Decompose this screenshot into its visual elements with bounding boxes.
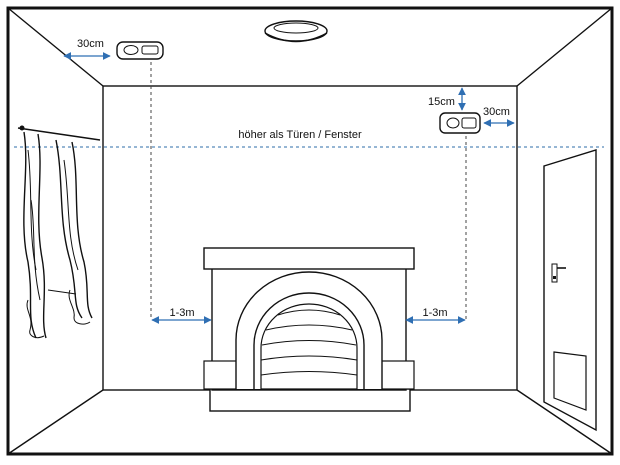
- window-curtains-icon: [17, 125, 101, 339]
- door-icon: [543, 149, 597, 432]
- ceiling-smoke-detector-icon: [116, 41, 164, 60]
- ceiling-wall-distance-label: 30cm: [77, 38, 104, 50]
- wall-corner-distance-label: 30cm: [483, 106, 510, 118]
- fireplace-left-distance-label: 1-3m: [169, 307, 194, 319]
- fireplace-icon: [203, 247, 415, 412]
- ceiling-lamp-icon: [264, 20, 328, 43]
- height-note-label: höher als Türen / Fenster: [238, 129, 362, 141]
- wall-ceiling-distance-label: 15cm: [428, 96, 455, 108]
- fireplace-right-distance-label: 1-3m: [422, 307, 447, 319]
- wall-smoke-detector-icon: [439, 112, 481, 134]
